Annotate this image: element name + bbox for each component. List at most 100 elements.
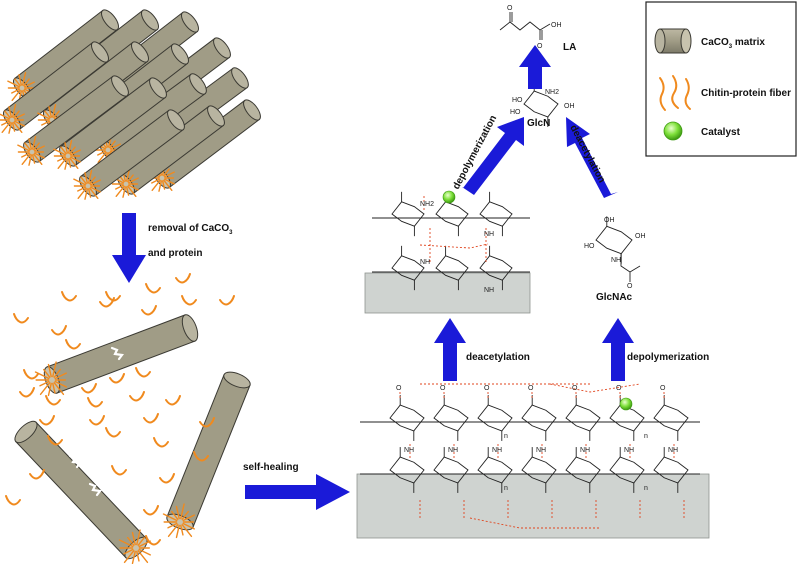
deacetylation-up-arrow [434, 318, 466, 381]
removal-label-line1: removal of CaCO3 [148, 223, 233, 236]
svg-text:HO: HO [510, 109, 521, 116]
svg-text:NH: NH [668, 447, 678, 454]
legend-label-caco3: CaCO3 matrix [701, 37, 765, 50]
svg-text:NH: NH [404, 447, 414, 454]
loose-fiber [111, 465, 127, 476]
separated-rods [14, 314, 251, 564]
loose-fiber [175, 273, 191, 284]
svg-text:n: n [644, 485, 648, 492]
deacetylation-diag-arrow [566, 117, 618, 198]
svg-text:NH: NH [536, 447, 546, 454]
svg-text:NH: NH [492, 447, 502, 454]
catalyst-sphere-mid [442, 190, 456, 204]
svg-text:NH: NH [611, 257, 621, 264]
legend: CaCO3 matrix Chitin-protein fiber Cataly… [645, 1, 797, 157]
loose-fiber [199, 417, 215, 428]
svg-text:O: O [484, 385, 490, 392]
loose-fiber [145, 535, 161, 546]
loose-fiber [45, 395, 61, 406]
svg-text:HO: HO [512, 97, 523, 104]
loose-fiber [129, 391, 145, 402]
calcium-carbonate-rod-icon [654, 28, 692, 54]
depolymerization-label: depolymerization [627, 352, 709, 363]
depolymerization-up-arrow [602, 318, 634, 381]
loose-fiber [219, 295, 235, 306]
loose-fiber [65, 339, 81, 350]
loose-fiber [5, 495, 21, 506]
svg-text:O: O [660, 385, 666, 392]
svg-text:NH: NH [624, 447, 634, 454]
loose-fiber [143, 413, 159, 424]
loose-fiber [81, 383, 97, 394]
levulinic-acid-molecule: O O OH [499, 5, 562, 50]
legend-label-fiber: Chitin-protein fiber [701, 88, 791, 99]
bundle-rod [7, 9, 119, 102]
svg-text:O: O [572, 385, 578, 392]
svg-text:NH: NH [448, 447, 458, 454]
svg-text:O: O [396, 385, 402, 392]
surface-slab-mid [364, 272, 531, 314]
rod-bundle [0, 9, 261, 200]
loose-fiber [87, 397, 103, 408]
separated-rod-right [162, 371, 251, 539]
bundle-rod [111, 105, 225, 198]
loose-fiber [193, 451, 209, 462]
loose-fiber [39, 415, 55, 426]
loose-fiber [105, 427, 121, 438]
svg-text:O: O [627, 283, 633, 290]
chitin-fiber-icon [659, 75, 691, 111]
loose-fiber [19, 387, 35, 398]
svg-text:NH2: NH2 [420, 201, 434, 208]
self-healing-label: self-healing [243, 462, 299, 473]
svg-text:O: O [440, 385, 446, 392]
loose-fiber [135, 367, 151, 378]
svg-text:n: n [504, 433, 508, 440]
svg-text:NH: NH [484, 287, 494, 294]
la-label: LA [563, 42, 576, 53]
removal-arrow [112, 213, 146, 283]
svg-text:O: O [616, 385, 622, 392]
loose-fiber [141, 305, 157, 316]
svg-text:n: n [504, 485, 508, 492]
svg-text:O: O [528, 385, 534, 392]
glcnac-label: GlcNAc [596, 292, 633, 303]
svg-text:OH: OH [635, 233, 646, 240]
depolymerization-diag-arrow [462, 117, 524, 195]
loose-fiber [51, 325, 67, 336]
self-healing-arrow [245, 474, 350, 510]
bundle-rod [0, 41, 109, 134]
catalyst-sphere-icon [663, 121, 683, 141]
loose-fiber [165, 395, 181, 406]
bundle-rod [17, 75, 129, 166]
loose-fiber [109, 373, 125, 384]
svg-text:OH: OH [564, 103, 575, 110]
bundle-rod [73, 109, 185, 200]
glcn-to-la-arrow [519, 45, 551, 89]
loose-fiber [61, 291, 77, 302]
loose-fiber [181, 295, 197, 306]
loose-fiber [159, 473, 175, 484]
loose-fiber [89, 415, 105, 426]
bundle-rod [53, 77, 167, 170]
svg-text:NH: NH [484, 231, 494, 238]
loose-fiber [29, 469, 45, 480]
loose-fiber [143, 505, 159, 516]
loose-fibers [5, 273, 235, 546]
loose-fiber [153, 437, 169, 448]
svg-text:HO: HO [584, 243, 595, 250]
svg-text:NH: NH [420, 259, 430, 266]
svg-text:OH: OH [551, 22, 562, 29]
deacetylation-label: deacetylation [466, 352, 530, 363]
svg-text:n: n [644, 433, 648, 440]
loose-fiber [47, 435, 63, 446]
svg-text:NH2: NH2 [545, 89, 559, 96]
removal-label-line2: and protein [148, 248, 202, 259]
loose-fiber [23, 369, 39, 380]
loose-fiber [145, 283, 161, 294]
svg-text:O: O [507, 5, 513, 12]
